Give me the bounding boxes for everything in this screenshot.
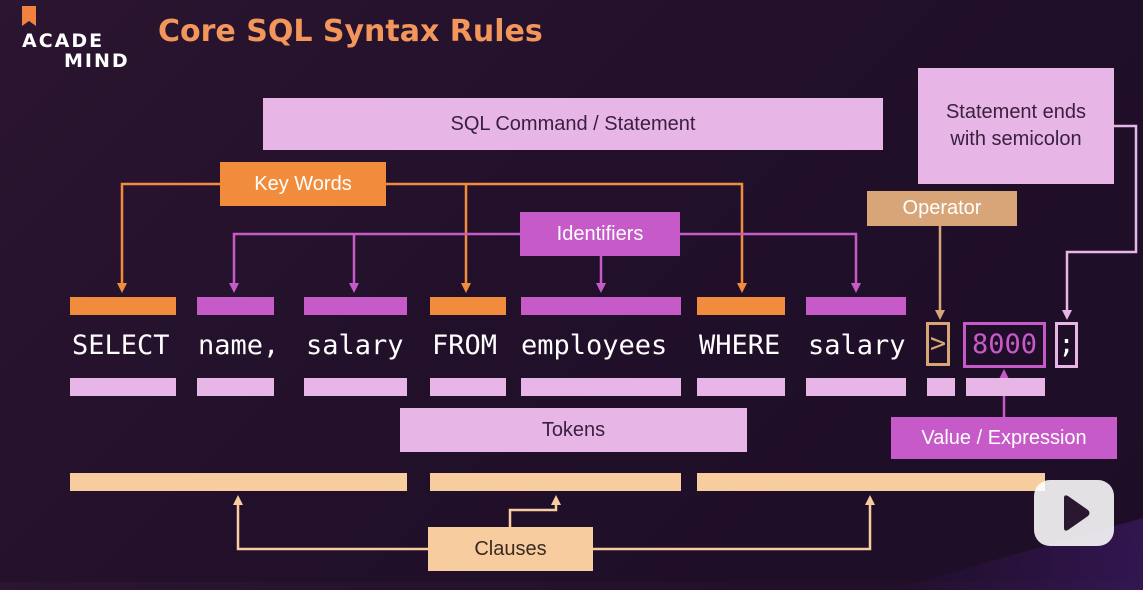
token-bar-7 xyxy=(806,378,906,396)
sql-where: WHERE xyxy=(699,330,781,361)
keyword-bar-from xyxy=(430,297,506,315)
token-bar-3 xyxy=(304,378,407,396)
token-bar-2 xyxy=(197,378,274,396)
keywords-label: Key Words xyxy=(220,162,386,206)
sql-select: SELECT xyxy=(72,330,170,361)
identifier-bar-name xyxy=(197,297,274,315)
token-bar-6 xyxy=(697,378,785,396)
semicolon-note-label: Statement ends with semicolon xyxy=(918,68,1114,184)
statement-label: SQL Command / Statement xyxy=(263,98,883,150)
logo-line1: ACADE xyxy=(22,30,105,52)
identifier-bar-salary xyxy=(304,297,407,315)
logo-line2: MIND xyxy=(64,50,130,72)
sql-salary: salary xyxy=(306,330,404,361)
sql-value: 8000 xyxy=(963,322,1046,368)
operator-label: Operator xyxy=(867,191,1017,226)
tokens-label: Tokens xyxy=(400,408,747,452)
clauses-label: Clauses xyxy=(428,527,593,571)
token-bar-5 xyxy=(521,378,681,396)
sql-salary-2: salary xyxy=(808,330,906,361)
sql-employees: employees xyxy=(521,330,668,361)
sql-name: name, xyxy=(198,330,280,361)
value-expression-label: Value / Expression xyxy=(891,417,1117,459)
sql-semicolon: ; xyxy=(1055,322,1078,368)
play-icon[interactable] xyxy=(1034,480,1114,546)
clause-bar-where xyxy=(697,473,1045,491)
identifier-bar-salary-2 xyxy=(806,297,906,315)
page-title: Core SQL Syntax Rules xyxy=(158,14,543,49)
sql-operator: > xyxy=(926,322,950,366)
keyword-bar-where xyxy=(697,297,785,315)
token-bar-1 xyxy=(70,378,176,396)
sql-from: FROM xyxy=(432,330,498,361)
identifiers-label: Identifiers xyxy=(520,212,680,256)
keyword-bar-select xyxy=(70,297,176,315)
token-bar-9 xyxy=(966,378,1045,396)
token-bar-4 xyxy=(430,378,506,396)
logo-flag-icon xyxy=(22,6,36,26)
clause-bar-select xyxy=(70,473,407,491)
identifier-bar-employees xyxy=(521,297,681,315)
token-bar-8 xyxy=(927,378,955,396)
clause-bar-from xyxy=(430,473,681,491)
